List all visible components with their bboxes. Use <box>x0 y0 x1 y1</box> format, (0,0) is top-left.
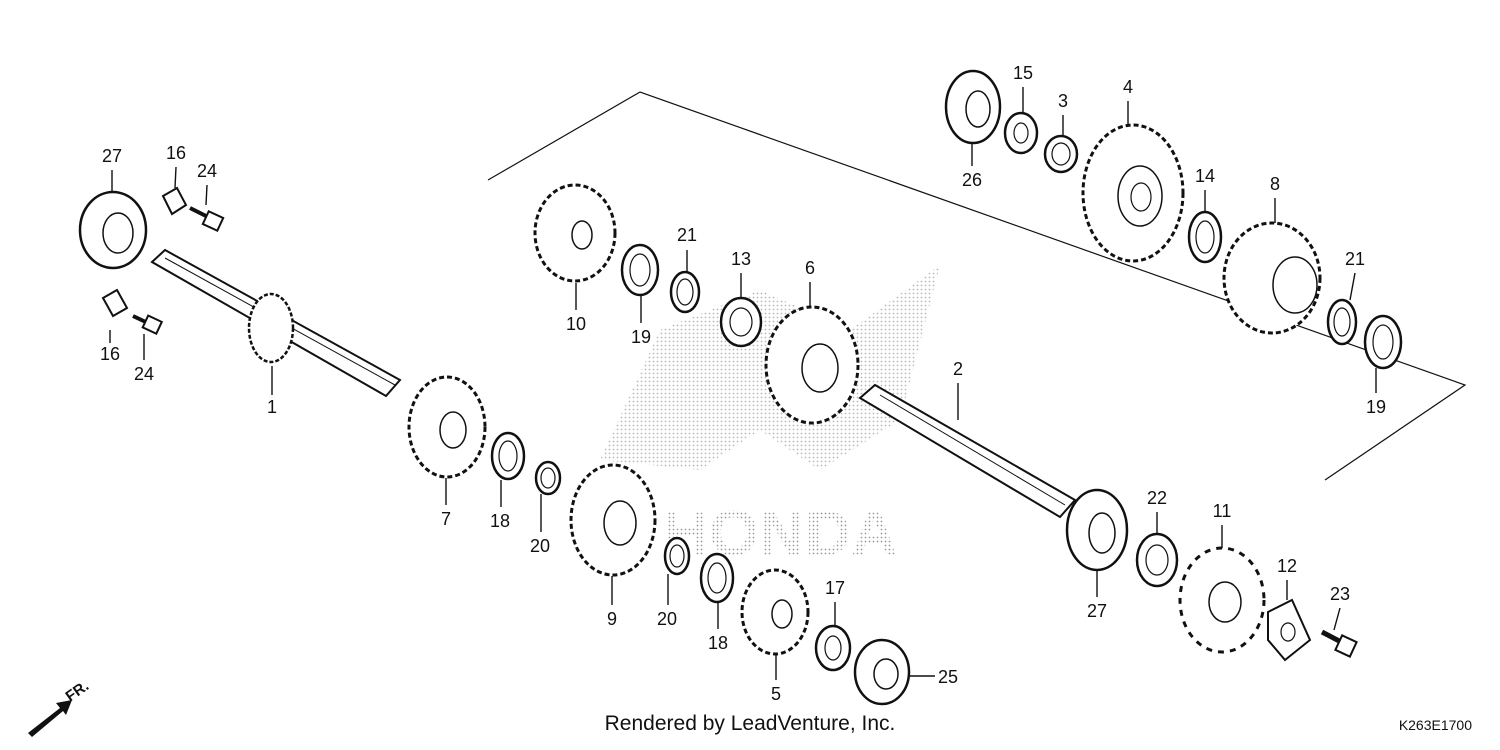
plate-16-top <box>161 186 188 216</box>
clip-20-top <box>534 460 562 496</box>
bolt-24-top <box>189 206 225 233</box>
leader-line-24 <box>205 184 208 206</box>
part-label-15[interactable]: 15 <box>1013 63 1033 83</box>
part-label-18[interactable]: 18 <box>708 633 728 653</box>
washer-19-right <box>1363 314 1403 370</box>
part-label-27[interactable]: 27 <box>102 146 122 166</box>
leader-lines <box>109 87 1377 680</box>
part-label-9[interactable]: 9 <box>607 609 617 629</box>
watermark-brand-text: HONDA <box>663 497 898 569</box>
part-label-21[interactable]: 21 <box>677 225 697 245</box>
diagram-code: K263E1700 <box>1399 717 1472 733</box>
gear-6 <box>764 305 860 425</box>
part-label-24[interactable]: 24 <box>134 364 154 384</box>
sprocket-11 <box>1178 546 1266 654</box>
assembly-frame <box>487 91 1467 481</box>
bearing-25 <box>853 638 911 706</box>
washer-17 <box>814 624 852 672</box>
washer-14 <box>1187 210 1223 264</box>
gear-7 <box>407 375 487 479</box>
clip-21-left <box>669 270 701 314</box>
collar-13 <box>719 296 763 348</box>
washer-19-left <box>620 243 660 297</box>
bolt-23 <box>1320 629 1358 658</box>
part-label-5[interactable]: 5 <box>771 684 781 704</box>
clip-20-bottom <box>663 536 691 576</box>
footer-credit: Rendered by LeadVenture, Inc. <box>605 712 896 735</box>
part-label-4[interactable]: 4 <box>1123 77 1133 97</box>
clip-21-right <box>1326 298 1358 346</box>
bearing-27-right <box>1065 488 1129 572</box>
countershaft <box>858 383 1077 519</box>
washer-15 <box>1003 111 1039 155</box>
gear-9 <box>569 463 657 577</box>
gear-5 <box>740 568 810 656</box>
part-label-14[interactable]: 14 <box>1195 166 1215 186</box>
part-label-27[interactable]: 27 <box>1087 601 1107 621</box>
part-label-16[interactable]: 16 <box>100 344 120 364</box>
part-label-10[interactable]: 10 <box>566 314 586 334</box>
gear-4 <box>1081 123 1185 263</box>
part-label-24[interactable]: 24 <box>197 161 217 181</box>
part-label-25[interactable]: 25 <box>938 667 958 687</box>
plate-16-bottom <box>101 288 129 318</box>
washer-18-top <box>490 431 526 481</box>
part-label-19[interactable]: 19 <box>1366 397 1386 417</box>
washer-18-bottom <box>699 552 735 604</box>
part-label-6[interactable]: 6 <box>805 258 815 278</box>
part-label-26[interactable]: 26 <box>962 170 982 190</box>
bearing-26 <box>944 69 1002 145</box>
part-label-20[interactable]: 20 <box>530 536 550 556</box>
part-label-16[interactable]: 16 <box>166 143 186 163</box>
mainshaft <box>150 248 402 398</box>
part-label-3[interactable]: 3 <box>1058 91 1068 111</box>
bolt-24-bottom <box>132 314 164 336</box>
part-label-22[interactable]: 22 <box>1147 488 1167 508</box>
leader-line-23 <box>1333 607 1341 631</box>
collar-3 <box>1043 134 1079 174</box>
part-label-23[interactable]: 23 <box>1330 584 1350 604</box>
part-label-20[interactable]: 20 <box>657 609 677 629</box>
part-label-1[interactable]: 1 <box>267 397 277 417</box>
part-label-18[interactable]: 18 <box>490 511 510 531</box>
collar-22 <box>1135 532 1179 588</box>
bearing-27-left <box>78 190 148 270</box>
front-direction-indicator: FR. <box>28 677 92 737</box>
arrow-down-left-icon <box>28 700 72 737</box>
gear-8 <box>1222 221 1322 335</box>
part-label-2[interactable]: 2 <box>953 359 963 379</box>
part-label-8[interactable]: 8 <box>1270 174 1280 194</box>
part-label-13[interactable]: 13 <box>731 249 751 269</box>
plate-12 <box>1267 598 1312 662</box>
leader-line-16 <box>174 166 177 189</box>
part-label-19[interactable]: 19 <box>631 327 651 347</box>
gear-10 <box>533 183 617 283</box>
part-label-11[interactable]: 11 <box>1213 501 1232 521</box>
leader-line-21 <box>1349 272 1356 301</box>
part-label-21[interactable]: 21 <box>1345 249 1365 269</box>
part-label-17[interactable]: 17 <box>825 578 845 598</box>
part-label-12[interactable]: 12 <box>1277 556 1297 576</box>
part-label-7[interactable]: 7 <box>441 509 451 529</box>
